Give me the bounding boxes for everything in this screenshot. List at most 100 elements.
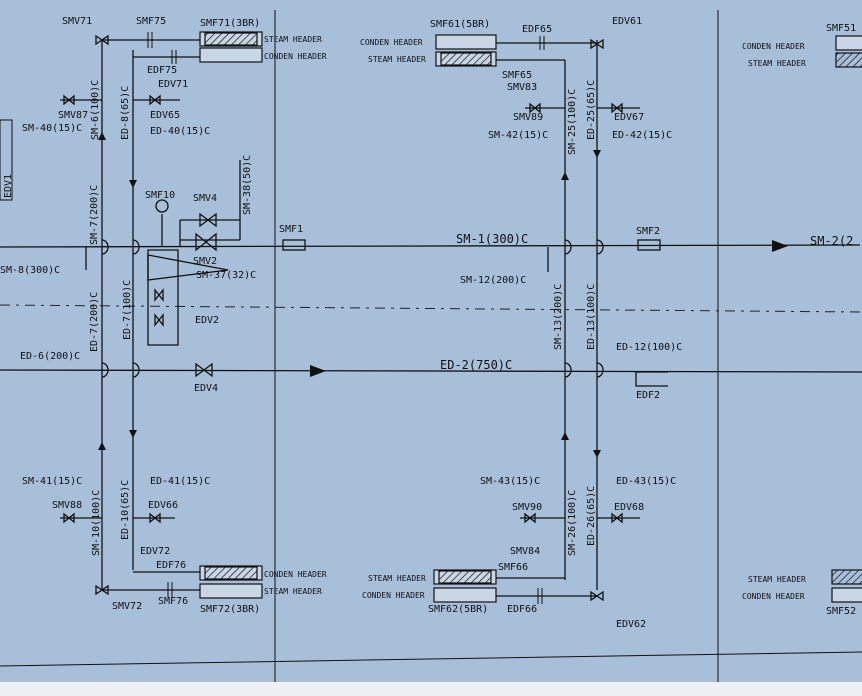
label-ed10-65: ED-10(65)C [120,480,131,540]
label-steam-header-tl: STEAM HEADER [264,35,322,44]
label-sm40: SM-40(15)C [22,123,82,134]
label-smf51: SMF51 [826,23,856,34]
label-smv88: SMV88 [52,500,82,511]
label-edv72: EDV72 [140,546,170,557]
label-smf76: SMF76 [158,596,188,607]
far-right-headers [831,35,862,603]
label-smf61: SMF61(5BR) [430,19,490,30]
label-ed13-100: ED-13(100)C [586,284,597,350]
label-sm43: SM-43(15)C [480,476,540,487]
label-ed25-65: ED-25(65)C [586,80,597,140]
label-edv71: EDV71 [158,79,188,90]
label-edv2: EDV2 [195,315,219,326]
label-smf62: SMF62(5BR) [428,604,488,615]
bottom-left-connections [60,512,263,599]
label-edv62: EDV62 [616,619,646,630]
label-edv67: EDV67 [614,112,644,123]
label-ed12-100: ED-12(100)C [616,342,682,353]
label-conden-header-fr: CONDEN HEADER [742,42,805,51]
smf2-strainer [637,239,661,251]
label-smv71: SMV71 [62,16,92,27]
label-sm37: SM-37(32)C [196,270,256,281]
label-edf65: EDF65 [522,24,552,35]
label-smv90: SMV90 [512,502,542,513]
label-sm7-200: SM-7(200)C [89,185,100,245]
edf2-trap [635,371,668,387]
label-steam-header-frb: STEAM HEADER [748,575,806,584]
label-edv61: EDV61 [612,16,642,27]
label-smv84: SMV84 [510,546,540,557]
label-smv2: SMV2 [193,256,217,267]
label-ed7-200: ED-7(200)C [89,292,100,352]
label-edf76: EDF76 [156,560,186,571]
label-edv65: EDV65 [150,110,180,121]
label-ed26-65: ED-26(65)C [586,486,597,546]
label-edf66: EDF66 [507,604,537,615]
label-smf52: SMF52 [826,606,856,617]
label-ed7-100: ED-7(100)C [122,280,133,340]
label-sm2: SM-2(2 [810,234,853,248]
label-smv83: SMV83 [507,82,537,93]
label-smv72: SMV72 [112,601,142,612]
label-ed6-200: ED-6(200)C [20,351,80,362]
label-conden-header-tl: CONDEN HEADER [264,52,327,61]
label-smf65: SMF65 [502,70,532,81]
label-smf1: SMF1 [279,224,303,235]
label-conden-header-br: CONDEN HEADER [362,591,425,600]
label-ed41: ED-41(15)C [150,476,210,487]
label-sm38: SM-38(50)C [242,155,253,215]
label-smv89: SMV89 [513,112,543,123]
centre-line [0,304,862,313]
label-sm6-100: SM-6(100)C [90,80,101,140]
label-ed42: ED-42(15)C [612,130,672,141]
label-ed40: ED-40(15)C [150,126,210,137]
left-control-station [0,119,241,346]
label-smv4: SMV4 [193,193,217,204]
label-sm41: SM-41(15)C [22,476,82,487]
label-smf2: SMF2 [636,226,660,237]
label-conden-header-frb: CONDEN HEADER [742,592,805,601]
label-conden-header-bl: CONDEN HEADER [264,570,327,579]
label-sm12-200: SM-12(200)C [460,275,526,286]
label-edf75: EDF75 [147,65,177,76]
frame-lines [0,10,862,682]
smf1-strainer [282,239,306,251]
label-ed2-750: ED-2(750)C [440,358,512,372]
left-risers [98,40,140,590]
top-right-connections [435,34,640,114]
label-sm13-200: SM-13(200)C [553,284,564,350]
label-smf75: SMF75 [136,16,166,27]
label-edv1: EDV1 [3,174,14,198]
label-smf10: SMF10 [145,190,175,201]
label-sm42: SM-42(15)C [488,130,548,141]
label-smv87: SMV87 [58,110,88,121]
label-edv66: EDV66 [148,500,178,511]
label-conden-header-tr: CONDEN HEADER [360,38,423,47]
right-risers [561,40,604,590]
label-ed43: ED-43(15)C [616,476,676,487]
label-edv4: EDV4 [194,383,218,394]
label-edv68: EDV68 [614,502,644,513]
label-ed8-65: ED-8(65)C [120,86,131,140]
label-sm8-300: SM-8(300)C [0,265,60,276]
label-sm1-300: SM-1(300)C [456,232,528,246]
labels: SMV71 SMF75 SMF71(3BR) STEAM HEADER COND… [0,16,856,630]
bottom-strip [0,682,862,696]
label-steam-header-tr: STEAM HEADER [368,55,426,64]
label-steam-header-bl: STEAM HEADER [264,587,322,596]
label-smf71: SMF71(3BR) [200,18,260,29]
edv4-valve-shape [195,362,213,378]
label-sm10-100: SM-10(100)C [91,490,102,556]
label-smf66: SMF66 [498,562,528,573]
drawing-sheet: SMV71 SMF75 SMF71(3BR) STEAM HEADER COND… [0,0,862,682]
label-sm26-100: SM-26(100)C [567,490,578,556]
label-steam-header-fr: STEAM HEADER [748,59,806,68]
condensate-main-line [0,365,862,377]
label-sm25-100: SM-25(100)C [567,89,578,155]
top-left-connections [60,31,263,106]
label-steam-header-br: STEAM HEADER [368,574,426,583]
label-smf72: SMF72(3BR) [200,604,260,615]
label-edf2: EDF2 [636,390,660,401]
bottom-right-connections [433,512,640,604]
piping-diagram: SMV71 SMF75 SMF71(3BR) STEAM HEADER COND… [0,10,862,682]
